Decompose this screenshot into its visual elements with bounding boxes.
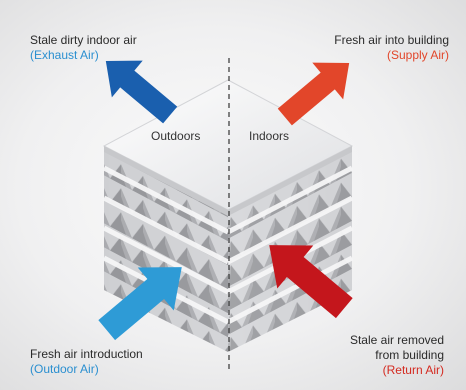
return-air-caption: Stale air removed from building (Return … xyxy=(350,333,444,378)
return-air-arrow xyxy=(269,245,353,319)
supply-air-title: Fresh air into building xyxy=(334,33,449,47)
outdoor-air-subtitle: (Outdoor Air) xyxy=(30,362,99,376)
return-air-subtitle: (Return Air) xyxy=(382,363,444,377)
outdoor-air-title: Fresh air introduction xyxy=(30,347,143,361)
return-air-title-line2: from building xyxy=(375,348,444,362)
exhaust-air-arrow xyxy=(105,60,178,124)
outdoors-label: Outdoors xyxy=(151,129,201,143)
exhaust-air-caption: Stale dirty indoor air (Exhaust Air) xyxy=(30,33,137,63)
supply-air-subtitle: (Supply Air) xyxy=(386,48,449,62)
supply-air-caption: Fresh air into building (Supply Air) xyxy=(334,33,449,63)
outdoor-air-caption: Fresh air introduction (Outdoor Air) xyxy=(30,347,143,377)
outdoor-air-arrow xyxy=(98,267,182,341)
indoors-label: Indoors xyxy=(249,129,290,143)
exhaust-air-title: Stale dirty indoor air xyxy=(30,33,137,47)
supply-air-arrow xyxy=(277,62,350,126)
exhaust-air-subtitle: (Exhaust Air) xyxy=(30,48,99,62)
return-air-title-line1: Stale air removed xyxy=(349,333,444,347)
